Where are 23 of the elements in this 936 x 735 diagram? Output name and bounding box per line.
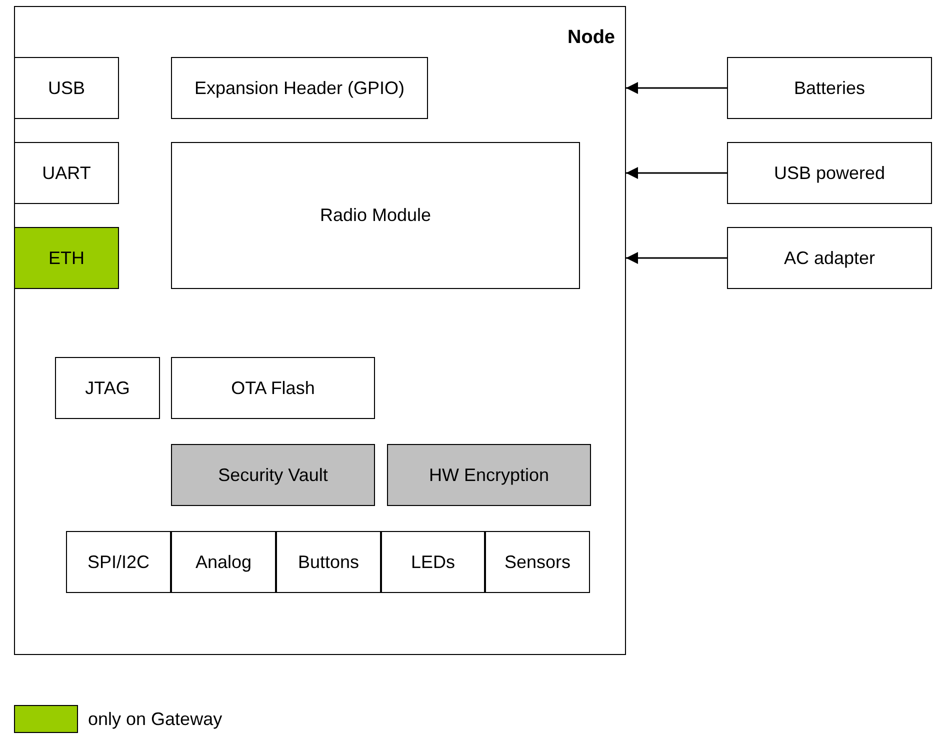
component-box: Buttons <box>276 531 381 593</box>
component-box: LEDs <box>381 531 485 593</box>
component-box: Expansion Header (GPIO) <box>171 57 428 119</box>
component-box: AC adapter <box>727 227 932 289</box>
component-box: OTA Flash <box>171 357 375 419</box>
component-box: Security Vault <box>171 444 375 506</box>
component-box: SPI/I2C <box>66 531 171 593</box>
component-box: JTAG <box>55 357 160 419</box>
arrow <box>626 252 727 264</box>
component-box: UART <box>14 142 119 204</box>
legend-text: only on Gateway <box>88 708 222 730</box>
component-box: HW Encryption <box>387 444 591 506</box>
component-box: USB powered <box>727 142 932 204</box>
node-outline <box>14 6 626 655</box>
arrow <box>626 82 727 94</box>
node-heading: Node <box>568 27 615 49</box>
component-box: ETH <box>14 227 119 289</box>
component-box: Radio Module <box>171 142 580 289</box>
component-box: USB <box>14 57 119 119</box>
component-box: Batteries <box>727 57 932 119</box>
arrow <box>626 167 727 179</box>
component-box: Sensors <box>485 531 590 593</box>
component-box: Analog <box>171 531 276 593</box>
